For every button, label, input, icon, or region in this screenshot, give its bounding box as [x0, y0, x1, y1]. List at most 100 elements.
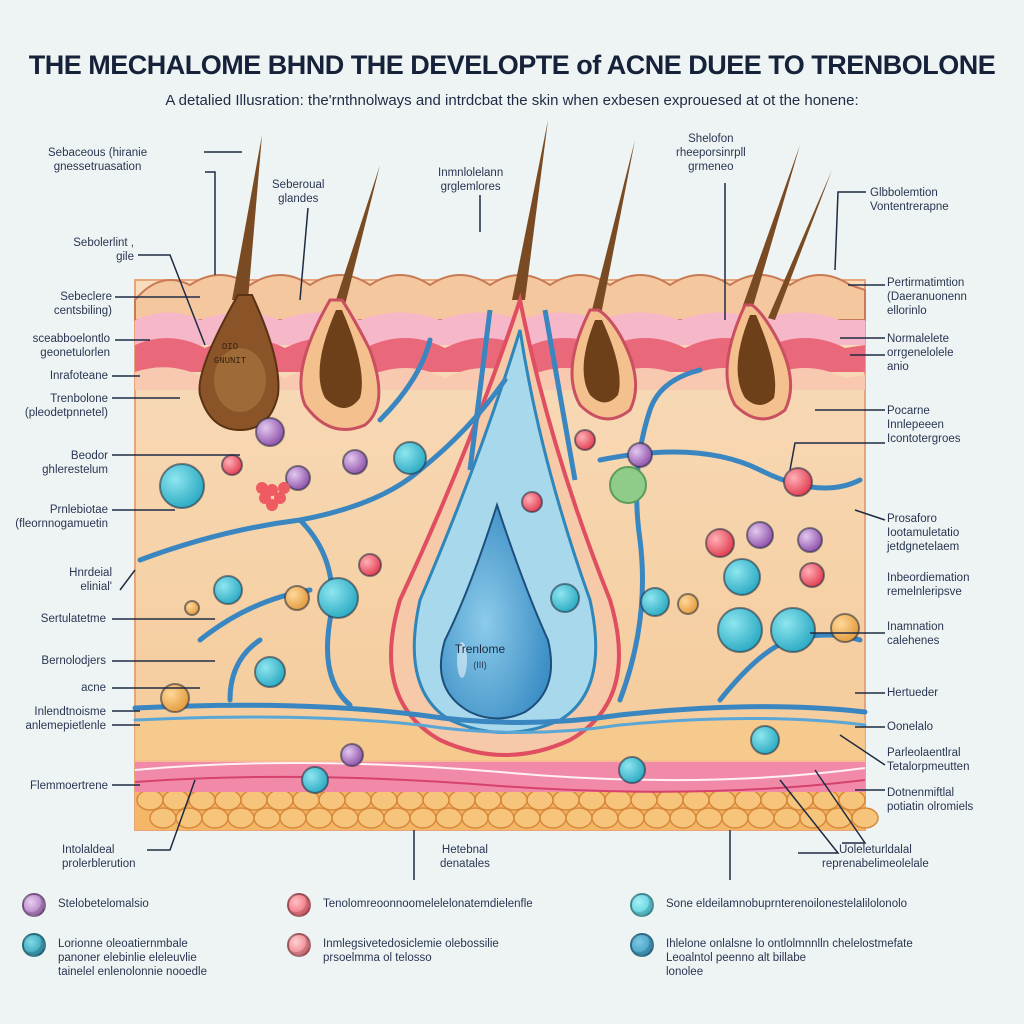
- hair-shaft-4: [590, 140, 635, 320]
- hair-shaft-3: [512, 120, 548, 300]
- fat-cell: [214, 789, 242, 811]
- red-cell: [799, 562, 825, 588]
- fat-cell: [734, 789, 762, 811]
- label-right-2: Normalelete orrgenelolele anio: [887, 333, 954, 373]
- epidermis-layer: [134, 274, 866, 321]
- label-left-2: Sebeclere centsbiling): [53, 291, 112, 317]
- fat-cell: [656, 789, 684, 811]
- fat-cell: [539, 807, 567, 829]
- fat-cell: [136, 789, 164, 811]
- orange-cell: [284, 585, 310, 611]
- label-bottom-3: Uoleleturldalal reprenabelimeolelale: [822, 844, 929, 870]
- fat-cell: [370, 789, 398, 811]
- legend-text: Inmlegsivetedosiclemie olebossilie prsoe…: [323, 938, 499, 964]
- cyan-cell: [750, 725, 780, 755]
- fat-cell: [669, 807, 697, 829]
- drop-label: Trenlome: [454, 642, 506, 656]
- legend-item-3: Sone eldeilamnobuprnterenoilonestelalilo…: [630, 893, 907, 917]
- hair-shaft-6: [768, 170, 832, 320]
- fat-cell: [188, 789, 216, 811]
- red-cell: [221, 454, 243, 476]
- fat-cell: [305, 807, 333, 829]
- orange-cell: [184, 600, 200, 616]
- label-right-5: Inbeordiemation remelnleripsve: [887, 572, 970, 598]
- label-right-6: Inamnation calehenes: [887, 621, 944, 647]
- purple-cell: [255, 417, 285, 447]
- reticular-band: [135, 760, 865, 792]
- cyan-cell: [317, 577, 359, 619]
- cyan-cell: [770, 607, 816, 653]
- purple-cell: [797, 527, 823, 553]
- legend-item-4: Lorionne oleoatiernmbale panoner elebinl…: [22, 933, 207, 979]
- label-left-6: Beodor ghlerestelum: [42, 450, 108, 476]
- label-left-10: Bernolodjers: [41, 655, 106, 667]
- red-cell: [574, 429, 596, 451]
- pink-cell-icon: [287, 933, 311, 957]
- red-cell: [358, 553, 382, 577]
- leader-lines: [112, 151, 886, 880]
- legend-item-6: Ihlelone onlalsne lo ontlolmnnlln chelel…: [630, 933, 913, 979]
- green-cell-cluster: [609, 466, 647, 504]
- drop-shape: [439, 501, 552, 720]
- legend-item-1: Stelobetelomalsio: [22, 893, 149, 917]
- fat-cell: [201, 807, 229, 829]
- fat-cell: [396, 789, 424, 811]
- fat-cell: [279, 807, 307, 829]
- fat-cell: [617, 807, 645, 829]
- cyan-cell: [723, 558, 761, 596]
- fat-cell: [227, 807, 255, 829]
- label-top-2: Seberoual glandes: [272, 179, 325, 205]
- fat-cell: [149, 807, 177, 829]
- purple-cell: [285, 465, 311, 491]
- teal-cell-icon: [22, 933, 46, 957]
- cyan-cell: [159, 463, 205, 509]
- follicle-bulb-label: OIO GNUNIT: [195, 340, 265, 368]
- hair-shaft-5: [742, 145, 800, 310]
- red-cell: [705, 528, 735, 558]
- fat-cell: [565, 807, 593, 829]
- legend-text: Stelobetelomalsio: [58, 898, 149, 910]
- cluster-cell: [266, 499, 278, 511]
- cyan-cell: [640, 587, 670, 617]
- fat-cell: [604, 789, 632, 811]
- fat-cell: [708, 789, 736, 811]
- fat-cell: [747, 807, 775, 829]
- label-right-10: Dotnenmiftlal potiatin olromiels: [887, 787, 974, 813]
- legend-text: Sone eldeilamnobuprnterenoilonestelalilo…: [666, 898, 908, 910]
- fat-cell: [760, 789, 788, 811]
- fat-cell: [643, 807, 671, 829]
- label-top-4: Shelofon rheeporsinrpll grmeneo: [676, 133, 746, 173]
- label-left-7: Prnlebiotae (fleornnogamuetin: [15, 504, 108, 530]
- purple-cell: [627, 442, 653, 468]
- fat-cell: [630, 789, 658, 811]
- red-cell-icon: [287, 893, 311, 917]
- orange-cell: [677, 593, 699, 615]
- fat-cell: [552, 789, 580, 811]
- page-subtitle: A detalied Illusration: the'rnthnolways …: [165, 92, 859, 109]
- label-left-11: acne: [81, 682, 106, 694]
- red-cell: [521, 491, 543, 513]
- label-right-1: Pertirmatimtion (Daeranuonenn ellorinlo: [887, 277, 967, 317]
- fat-cell: [461, 807, 489, 829]
- fat-cell: [695, 807, 723, 829]
- fat-cell: [526, 789, 554, 811]
- hair-shaft-1: [232, 135, 262, 300]
- label-right-3: Pocarne Innlepeeen Icontotergroes: [887, 405, 961, 445]
- fat-cell: [487, 807, 515, 829]
- cyan-cell: [254, 656, 286, 688]
- label-left-13: Flemmoertrene: [30, 780, 108, 792]
- cluster-cell: [274, 492, 286, 504]
- legend-item-2: Tenolomreoonnoomelelelonatemdielenfle: [287, 893, 533, 917]
- fat-cell: [344, 789, 372, 811]
- label-right-9: Parleolaentlral Tetalorpmeutten: [887, 747, 970, 773]
- fat-cell: [591, 807, 619, 829]
- fat-cell: [500, 789, 528, 811]
- label-left-12: Inlendtnoisme anlemepietlenle: [25, 706, 106, 732]
- bulb-label-line-1: OIO: [221, 342, 239, 352]
- fat-cell: [435, 807, 463, 829]
- page-title: THE MECHALOME BHND THE DEVELOPTE of ACNE…: [28, 50, 996, 80]
- fat-cell: [773, 807, 801, 829]
- label-top-3: Inmnlolelann grglemlores: [438, 167, 504, 193]
- fat-cell: [474, 789, 502, 811]
- legend-item-5: Inmlegsivetedosiclemie olebossilie prsoe…: [287, 933, 499, 965]
